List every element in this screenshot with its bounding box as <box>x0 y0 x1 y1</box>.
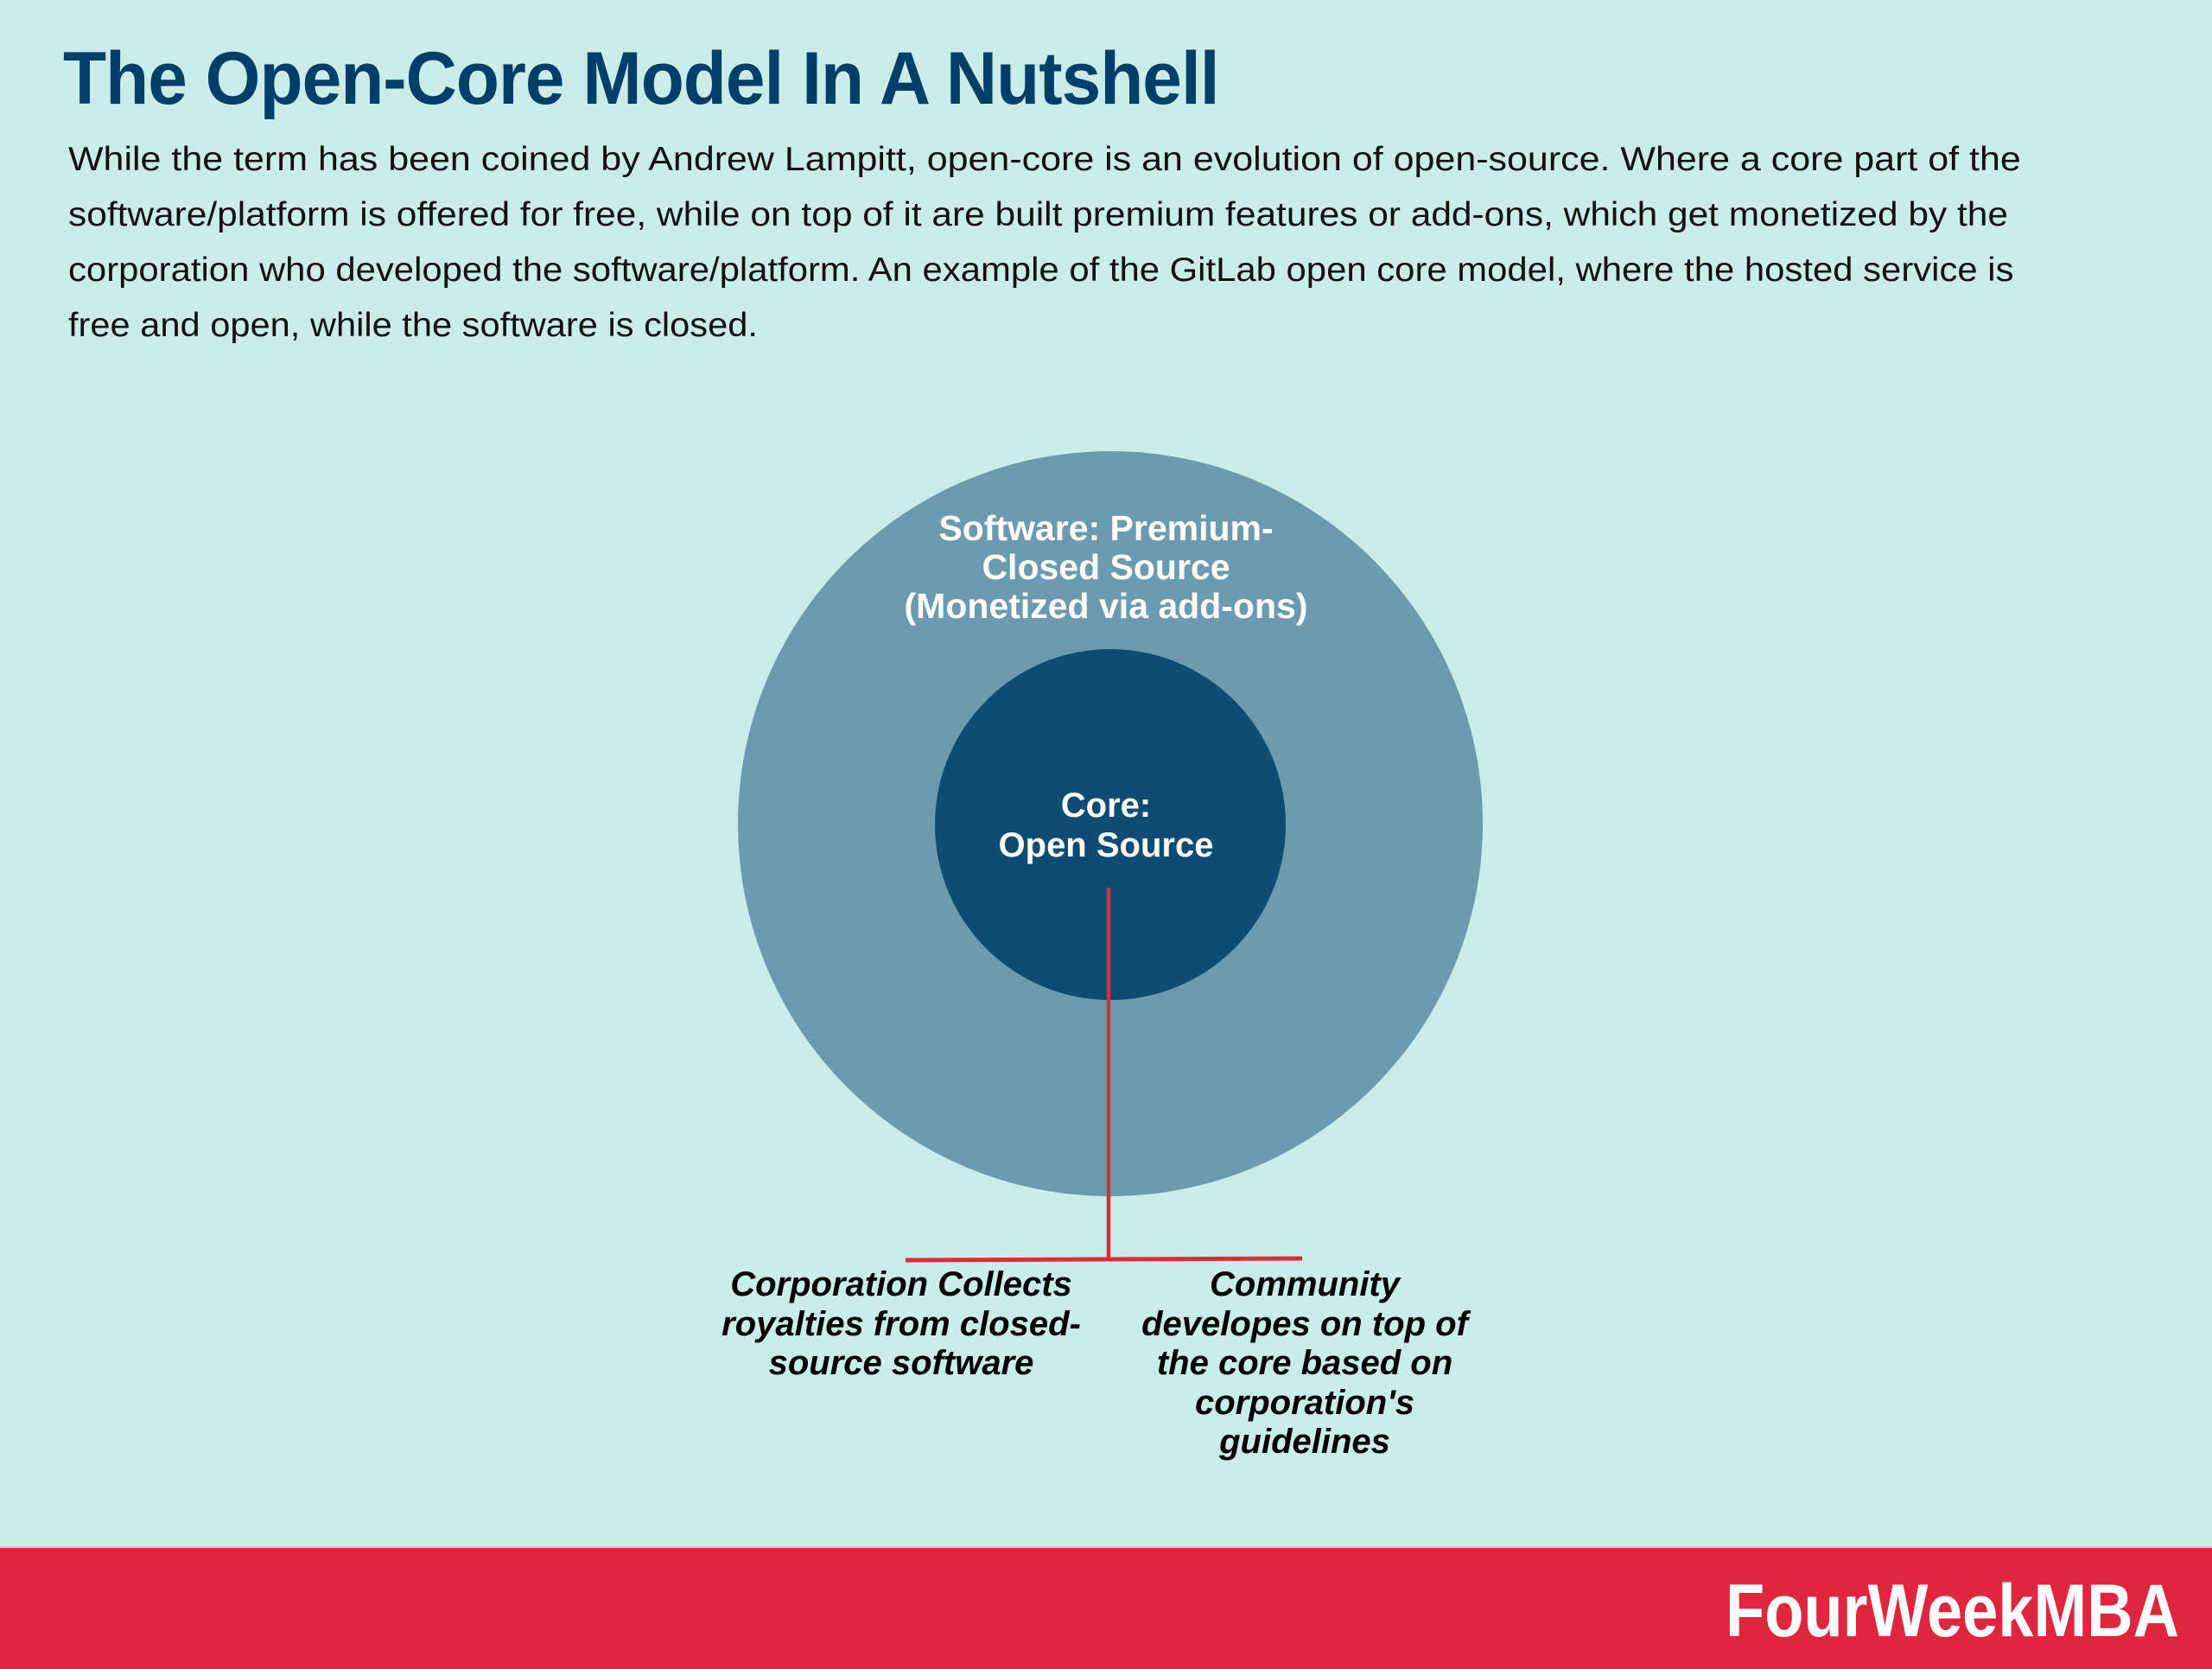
software-label-line: Software: Premium- <box>938 508 1274 548</box>
community-label-line: corporation's <box>1195 1383 1414 1422</box>
community-label-line: Community <box>1210 1265 1400 1303</box>
core-open-source-circle <box>935 649 1286 1000</box>
corporation-royalties-label: Corporation Collects royalties from clos… <box>685 1265 1117 1384</box>
software-label-line: Closed Source <box>982 547 1230 587</box>
corporation-label-line: royalties from closed- <box>721 1304 1081 1343</box>
community-label-line: the core based on <box>1156 1344 1453 1382</box>
description-line: free and open, while the software is clo… <box>68 307 758 344</box>
page-title: The Open-Core Model In A Nutshell <box>63 37 1220 120</box>
corporation-label-line: Corporation Collects <box>730 1265 1072 1303</box>
footer-bar: FourWeekMBA <box>0 1546 2212 1669</box>
core-label-line: Open Source <box>998 826 1214 864</box>
software-label-line: (Monetized via add-ons) <box>904 586 1308 626</box>
core-label-line: Core: <box>1060 787 1152 825</box>
connector-branch-line <box>905 1256 1303 1263</box>
description-line: corporation who developed the software/p… <box>68 252 2014 289</box>
description-line: software/platform is offered for free, w… <box>68 196 2008 233</box>
community-label-line: developes on top of <box>1141 1304 1468 1343</box>
brand-logo-text: FourWeekMBA <box>1725 1570 2179 1653</box>
community-development-label: Community developes on top of the core b… <box>1089 1265 1521 1462</box>
description-line: While the term has been coined by Andrew… <box>68 141 2021 178</box>
community-label-line: guidelines <box>1219 1423 1390 1461</box>
corporation-label-line: source software <box>768 1344 1034 1382</box>
